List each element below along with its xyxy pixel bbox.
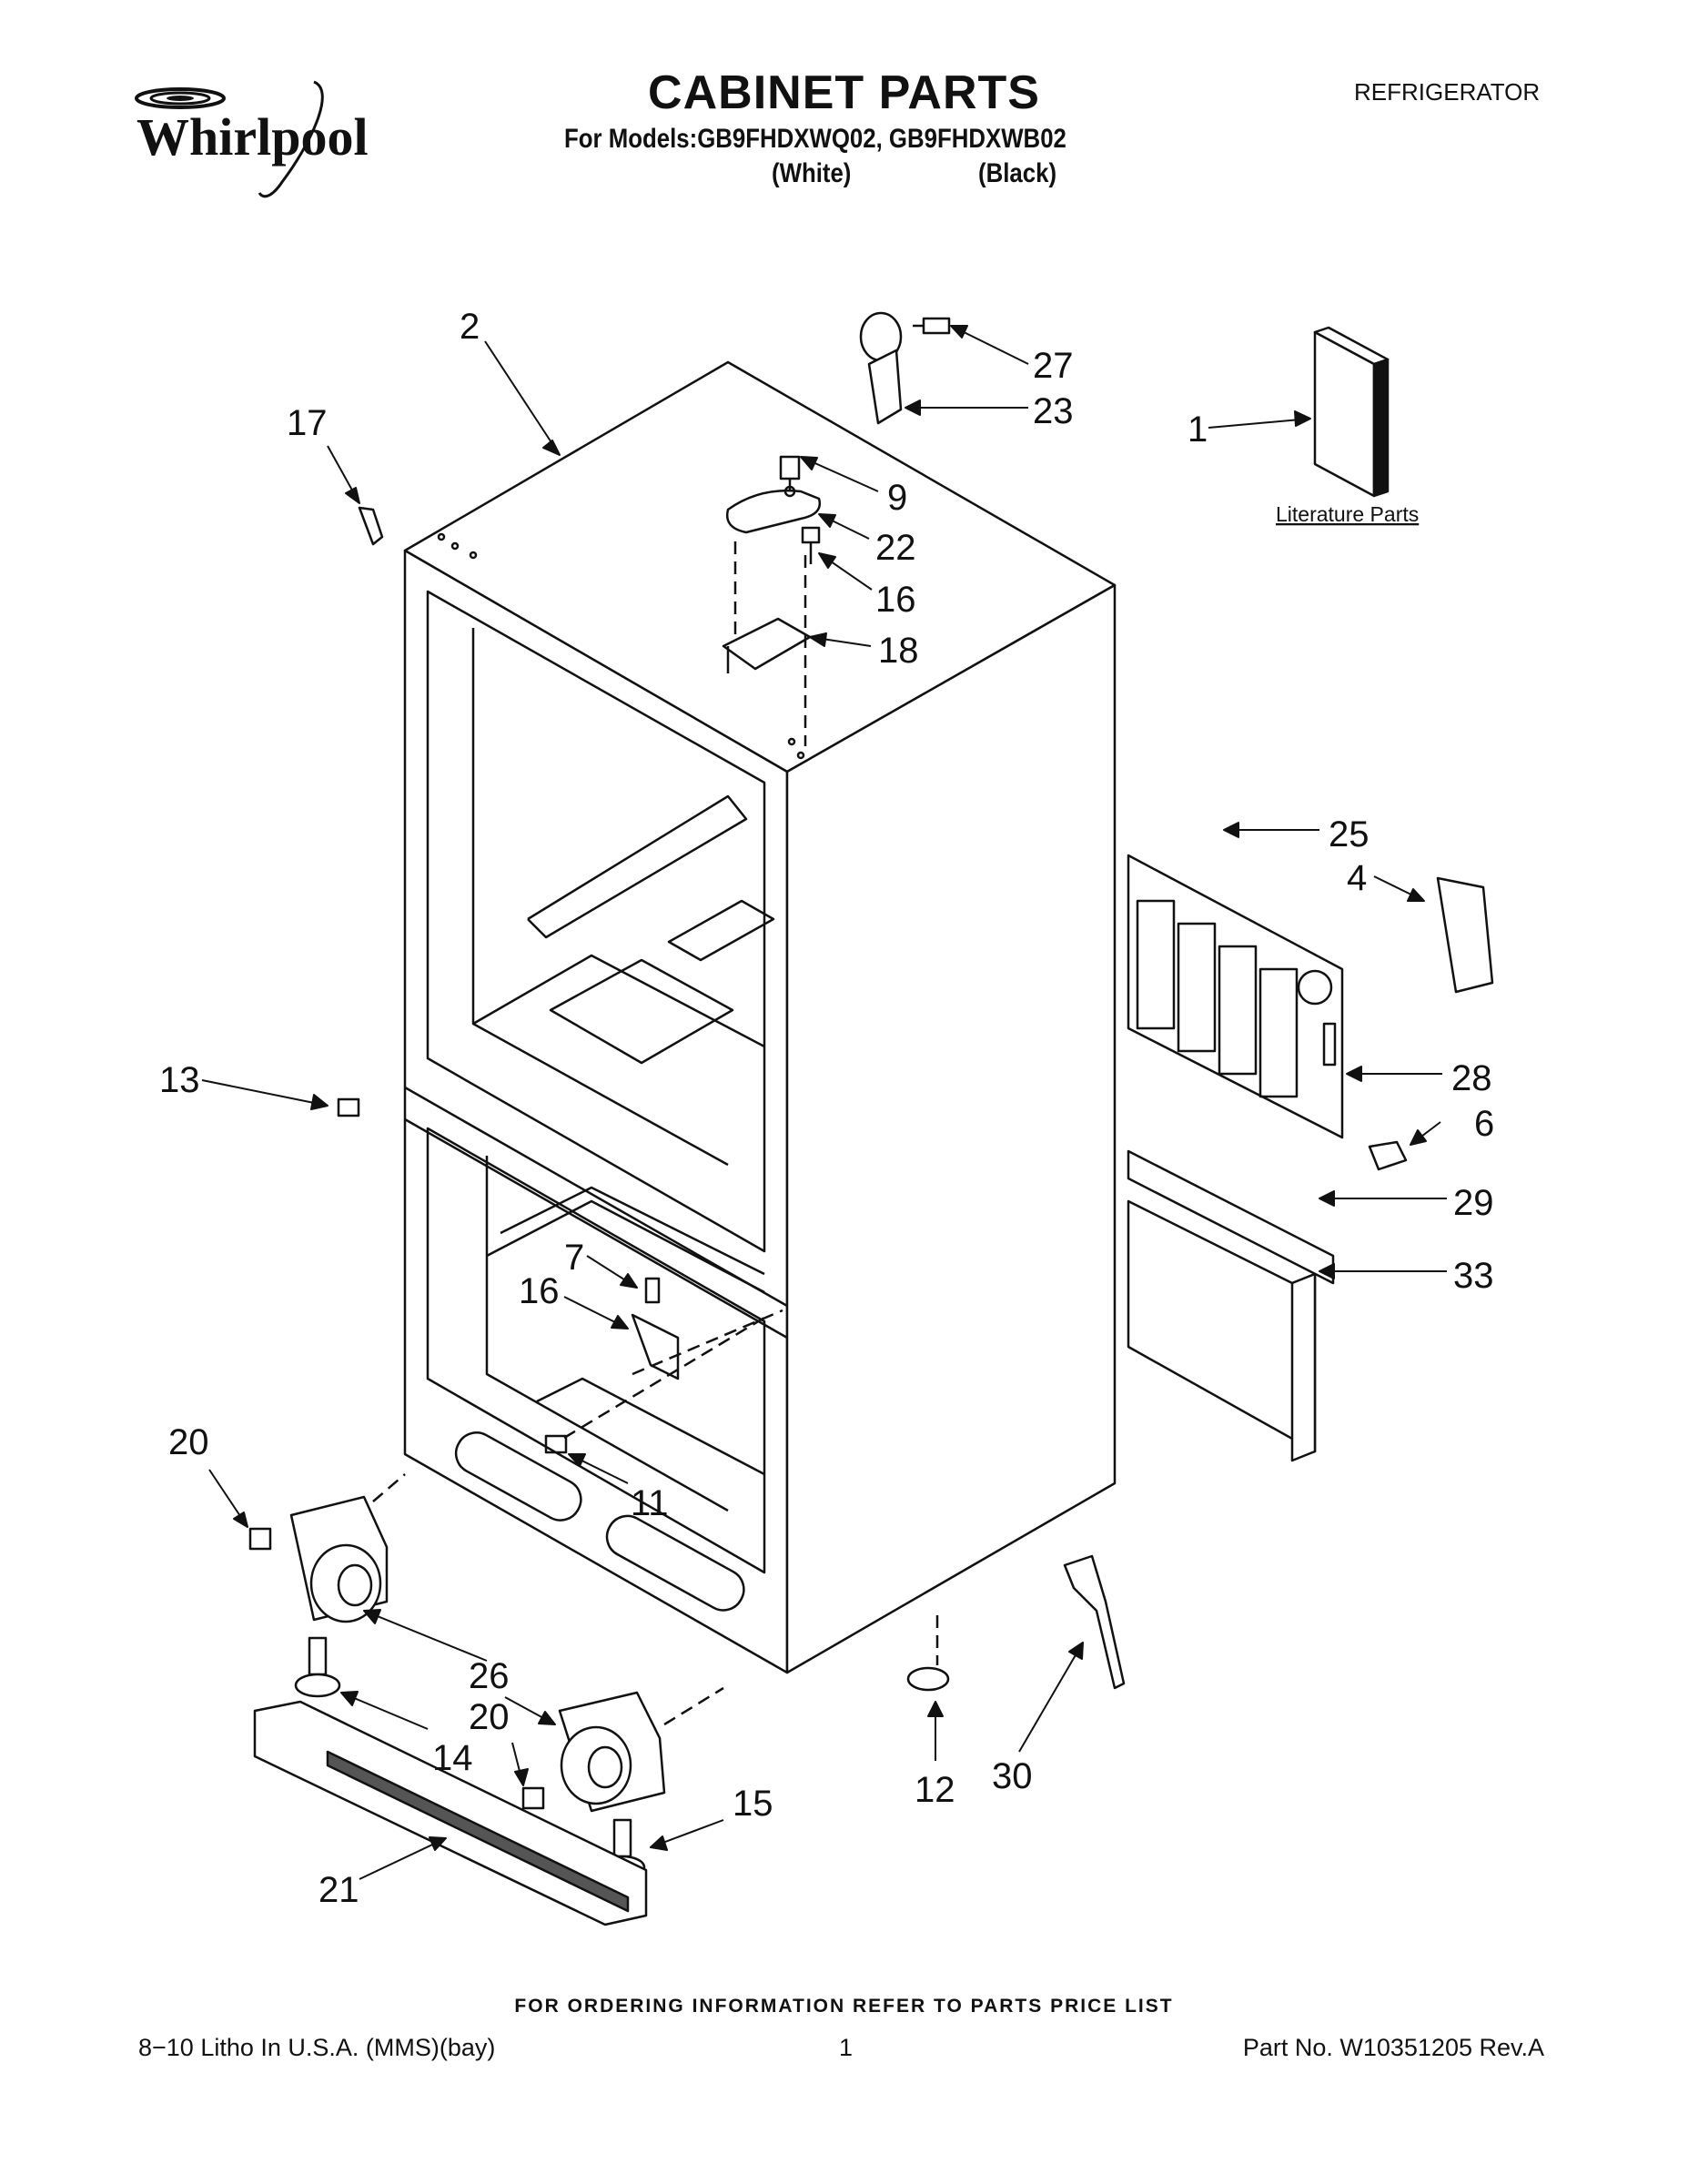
callout-1: 1: [1188, 410, 1208, 450]
callout-18: 18: [878, 631, 919, 671]
part-12-screw: [337, 1097, 360, 1117]
callout-21: 22: [875, 528, 916, 568]
right-roller-assembly: [521, 1686, 724, 1813]
literature-parts-label: Literature Parts: [1276, 502, 1419, 526]
callout-12: 13: [159, 1060, 200, 1100]
model-numbers: For Models:GB9FHDXWQ02, GB9FHDXWB02: [564, 124, 1066, 154]
part-15-bracket: [631, 1313, 680, 1380]
callout-22: 21: [318, 1870, 359, 1910]
literature-book: [1313, 326, 1390, 498]
whirlpool-logo: Whirlpool: [135, 80, 369, 198]
callout-16-left: 14: [432, 1738, 473, 1778]
callout-14: 16: [875, 580, 916, 620]
callout-23: 23: [1033, 391, 1074, 431]
callout-25: 25: [1329, 814, 1370, 854]
part-4-cover: [1436, 876, 1494, 994]
page-number: 1: [839, 2034, 854, 2061]
callout-15: 16: [519, 1271, 560, 1311]
cabinet-body: [403, 360, 1117, 1674]
hinge-cap: [859, 311, 951, 425]
callout-11: 11: [631, 1483, 669, 1523]
toe-grille-assembly: [1127, 854, 1344, 1462]
callout-6: 6: [1474, 1104, 1494, 1144]
callout-26: 26: [469, 1656, 510, 1696]
callout-13: 12: [915, 1770, 955, 1810]
callout-30: 30: [992, 1756, 1033, 1796]
whirlpool-wordmark: Whirlpool: [136, 107, 369, 167]
callout-20-left: 20: [168, 1422, 209, 1462]
part-6-clip: [1368, 1140, 1408, 1171]
part-number: Part No. W10351205 Rev.A: [1242, 2034, 1544, 2061]
page-title: CABINET PARTS: [648, 66, 1040, 119]
callout-leaders: [201, 325, 1447, 1880]
product-type: REFRIGERATOR: [1354, 78, 1541, 106]
callout-28: 28: [1451, 1058, 1492, 1098]
part-17-clip: [358, 506, 384, 546]
callout-29: 29: [1453, 1183, 1494, 1223]
litho-info: 8−10 Litho In U.S.A. (MMS)(bay): [138, 2034, 496, 2061]
callout-4: 4: [1347, 858, 1367, 898]
callout-2: 2: [460, 307, 480, 347]
color-white-label: (White): [772, 158, 852, 188]
callout-20-right: 20: [469, 1697, 510, 1737]
ordering-note: FOR ORDERING INFORMATION REFER TO PARTS …: [514, 1996, 1174, 2017]
callout-17: 17: [287, 403, 328, 443]
top-hinge-assembly: [722, 455, 822, 746]
callout-33: 33: [1453, 1256, 1494, 1296]
part-13-pad: [906, 1666, 950, 1692]
left-roller-assembly: [248, 1473, 406, 1623]
part-30-wrench: [1063, 1554, 1126, 1690]
callout-27: 27: [1033, 346, 1074, 386]
callout-numbers: 2 17 1 27 23 9 22 16 18 25 4 28 6 29 33 …: [159, 307, 1494, 1910]
color-black-label: (Black): [978, 158, 1057, 188]
callout-7: 7: [564, 1238, 584, 1278]
part-11-screw: [544, 1434, 568, 1454]
part-7-screw: [644, 1277, 661, 1304]
callout-16-right: 15: [733, 1784, 773, 1824]
part-22-toe-grille: [253, 1700, 648, 1926]
callout-9: 9: [887, 478, 907, 518]
